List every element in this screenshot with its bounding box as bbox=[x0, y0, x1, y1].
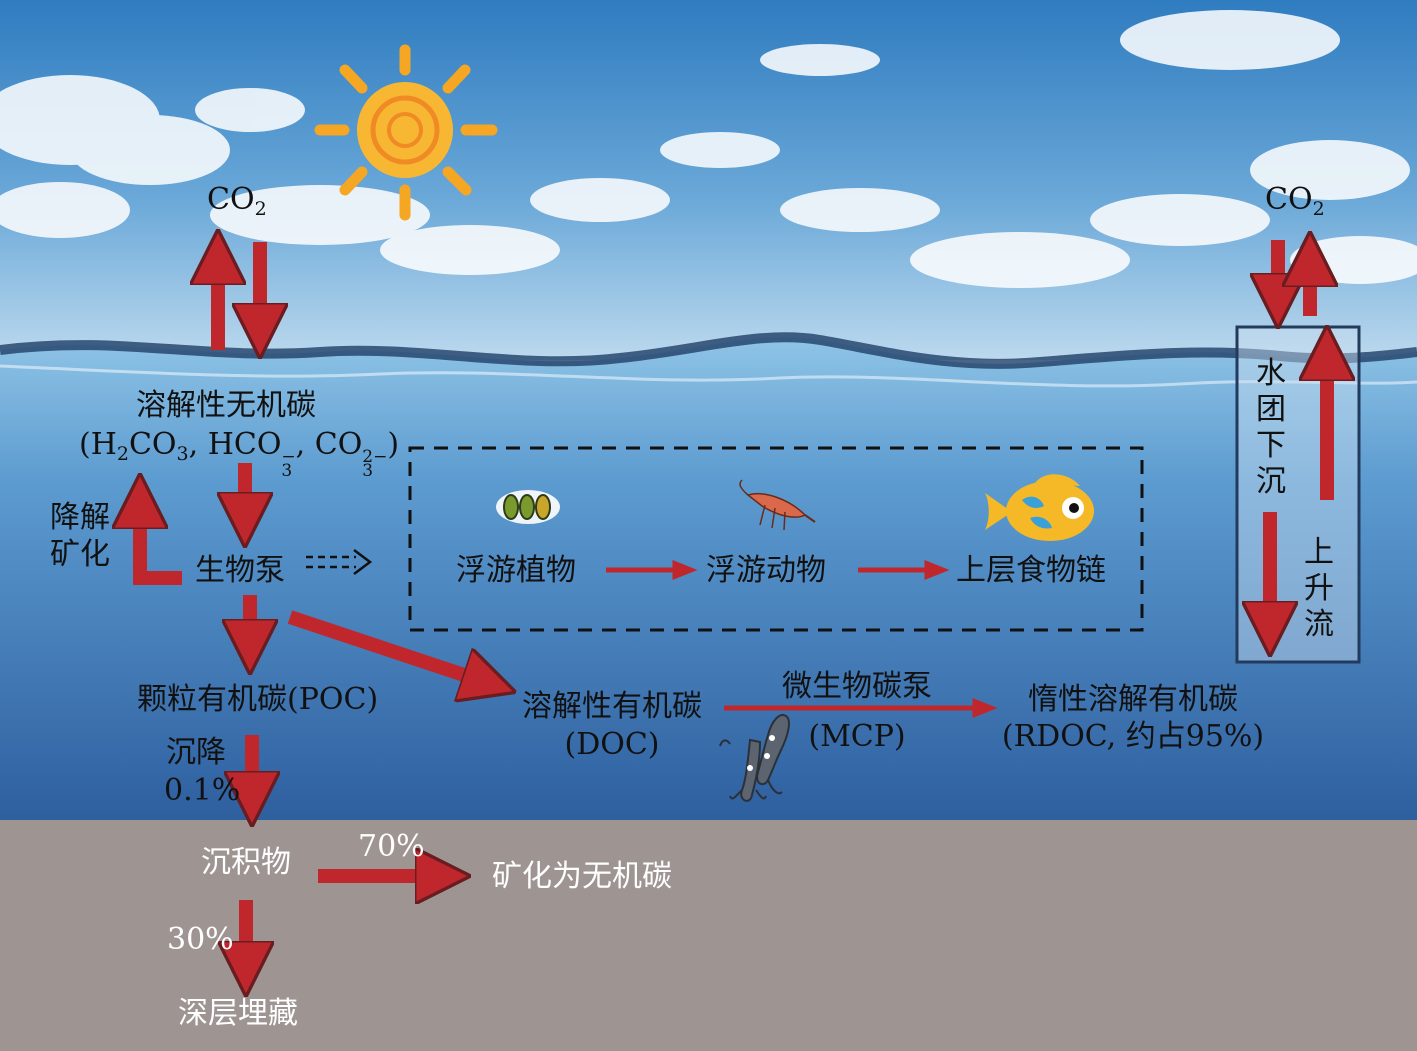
dic-co: CO bbox=[128, 427, 177, 462]
sinking-percent: 0.1% bbox=[164, 773, 241, 808]
arrow-degradation bbox=[140, 490, 182, 585]
mineralization-percent: 70% bbox=[358, 829, 425, 864]
co2-left-sub: 2 bbox=[254, 198, 267, 220]
zooplankton-icon bbox=[739, 479, 816, 531]
sinking-label: 沉降 bbox=[166, 735, 226, 770]
dic-title: 溶解性无机碳 bbox=[136, 388, 316, 423]
dic-hco3-sup: − bbox=[281, 447, 296, 467]
zooplankton-label: 浮游动物 bbox=[706, 553, 826, 588]
bacteria-icon bbox=[719, 714, 790, 802]
co2-right-sub: 2 bbox=[1312, 198, 1325, 220]
degradation-line1: 降解 bbox=[50, 500, 110, 535]
food-chain-box bbox=[408, 446, 1144, 632]
dic-close: ) bbox=[387, 427, 400, 462]
clouds bbox=[0, 10, 1417, 288]
downwelling-label: 水 团 下 沉 bbox=[1255, 356, 1287, 500]
downwelling-char-2: 团 bbox=[1256, 392, 1286, 427]
co2-left-label: CO2 bbox=[207, 183, 267, 226]
ocean bbox=[0, 337, 1417, 820]
co2-right-main: CO bbox=[1265, 182, 1313, 217]
dic-co3-script: 2−3 bbox=[362, 447, 388, 481]
doc-line2: (DOC) bbox=[564, 727, 660, 762]
dashed-arrow-pump bbox=[306, 549, 373, 575]
sun-icon bbox=[314, 44, 498, 221]
arrow-pump-to-doc bbox=[287, 610, 500, 687]
poc-label: 颗粒有机碳(POC) bbox=[137, 682, 379, 717]
arrows bbox=[140, 240, 1327, 980]
phytoplankton-label: 浮游植物 bbox=[456, 553, 576, 588]
dic-hco: , HCO bbox=[188, 427, 282, 462]
downwelling-char-3: 下 bbox=[1256, 428, 1286, 463]
downwelling-char-1: 水 bbox=[1256, 356, 1286, 391]
wave-foam bbox=[0, 364, 1417, 388]
doc-line1: 溶解性有机碳 bbox=[522, 689, 702, 724]
mcp-line2: (MCP) bbox=[808, 719, 906, 754]
upwelling-label: 上 升 流 bbox=[1303, 535, 1335, 643]
upper-food-chain-label: 上层食物链 bbox=[956, 553, 1106, 588]
downwelling-char-4: 沉 bbox=[1256, 464, 1286, 499]
biological-pump-label: 生物泵 bbox=[195, 553, 285, 588]
upwelling-char-3: 流 bbox=[1304, 607, 1334, 642]
dic-h2-sub: 2 bbox=[116, 443, 129, 465]
rdoc-line1: 惰性溶解有机碳 bbox=[1028, 682, 1238, 717]
burial-percent: 30% bbox=[167, 922, 234, 957]
degradation-line2: 矿化 bbox=[50, 537, 110, 572]
phytoplankton-icon bbox=[496, 490, 560, 524]
co2-right-label: CO2 bbox=[1265, 183, 1325, 226]
mcp-line1: 微生物碳泵 bbox=[782, 669, 932, 704]
dic-co3: , CO bbox=[295, 427, 363, 462]
rdoc-line2: (RDOC, 约占95%) bbox=[1001, 719, 1265, 754]
fish-icon bbox=[985, 474, 1094, 541]
sediment-layer bbox=[0, 820, 1417, 1051]
dic-hco3-script: −3 bbox=[281, 447, 296, 481]
sediment-label: 沉积物 bbox=[201, 845, 291, 880]
mineralization-label: 矿化为无机碳 bbox=[492, 859, 672, 894]
dic-open: (H bbox=[79, 427, 117, 462]
co2-left-main: CO bbox=[207, 182, 255, 217]
burial-label: 深层埋藏 bbox=[178, 996, 298, 1031]
thin-arrows bbox=[606, 560, 998, 718]
dic-co3-sup: 2− bbox=[362, 447, 388, 467]
dic-co3-sub2: 3 bbox=[362, 461, 374, 481]
upwelling-char-2: 升 bbox=[1304, 571, 1334, 606]
dic-co3-sub: 3 bbox=[176, 443, 189, 465]
upwelling-char-1: 上 bbox=[1304, 535, 1334, 570]
dic-hco3-sub: 3 bbox=[281, 461, 293, 481]
